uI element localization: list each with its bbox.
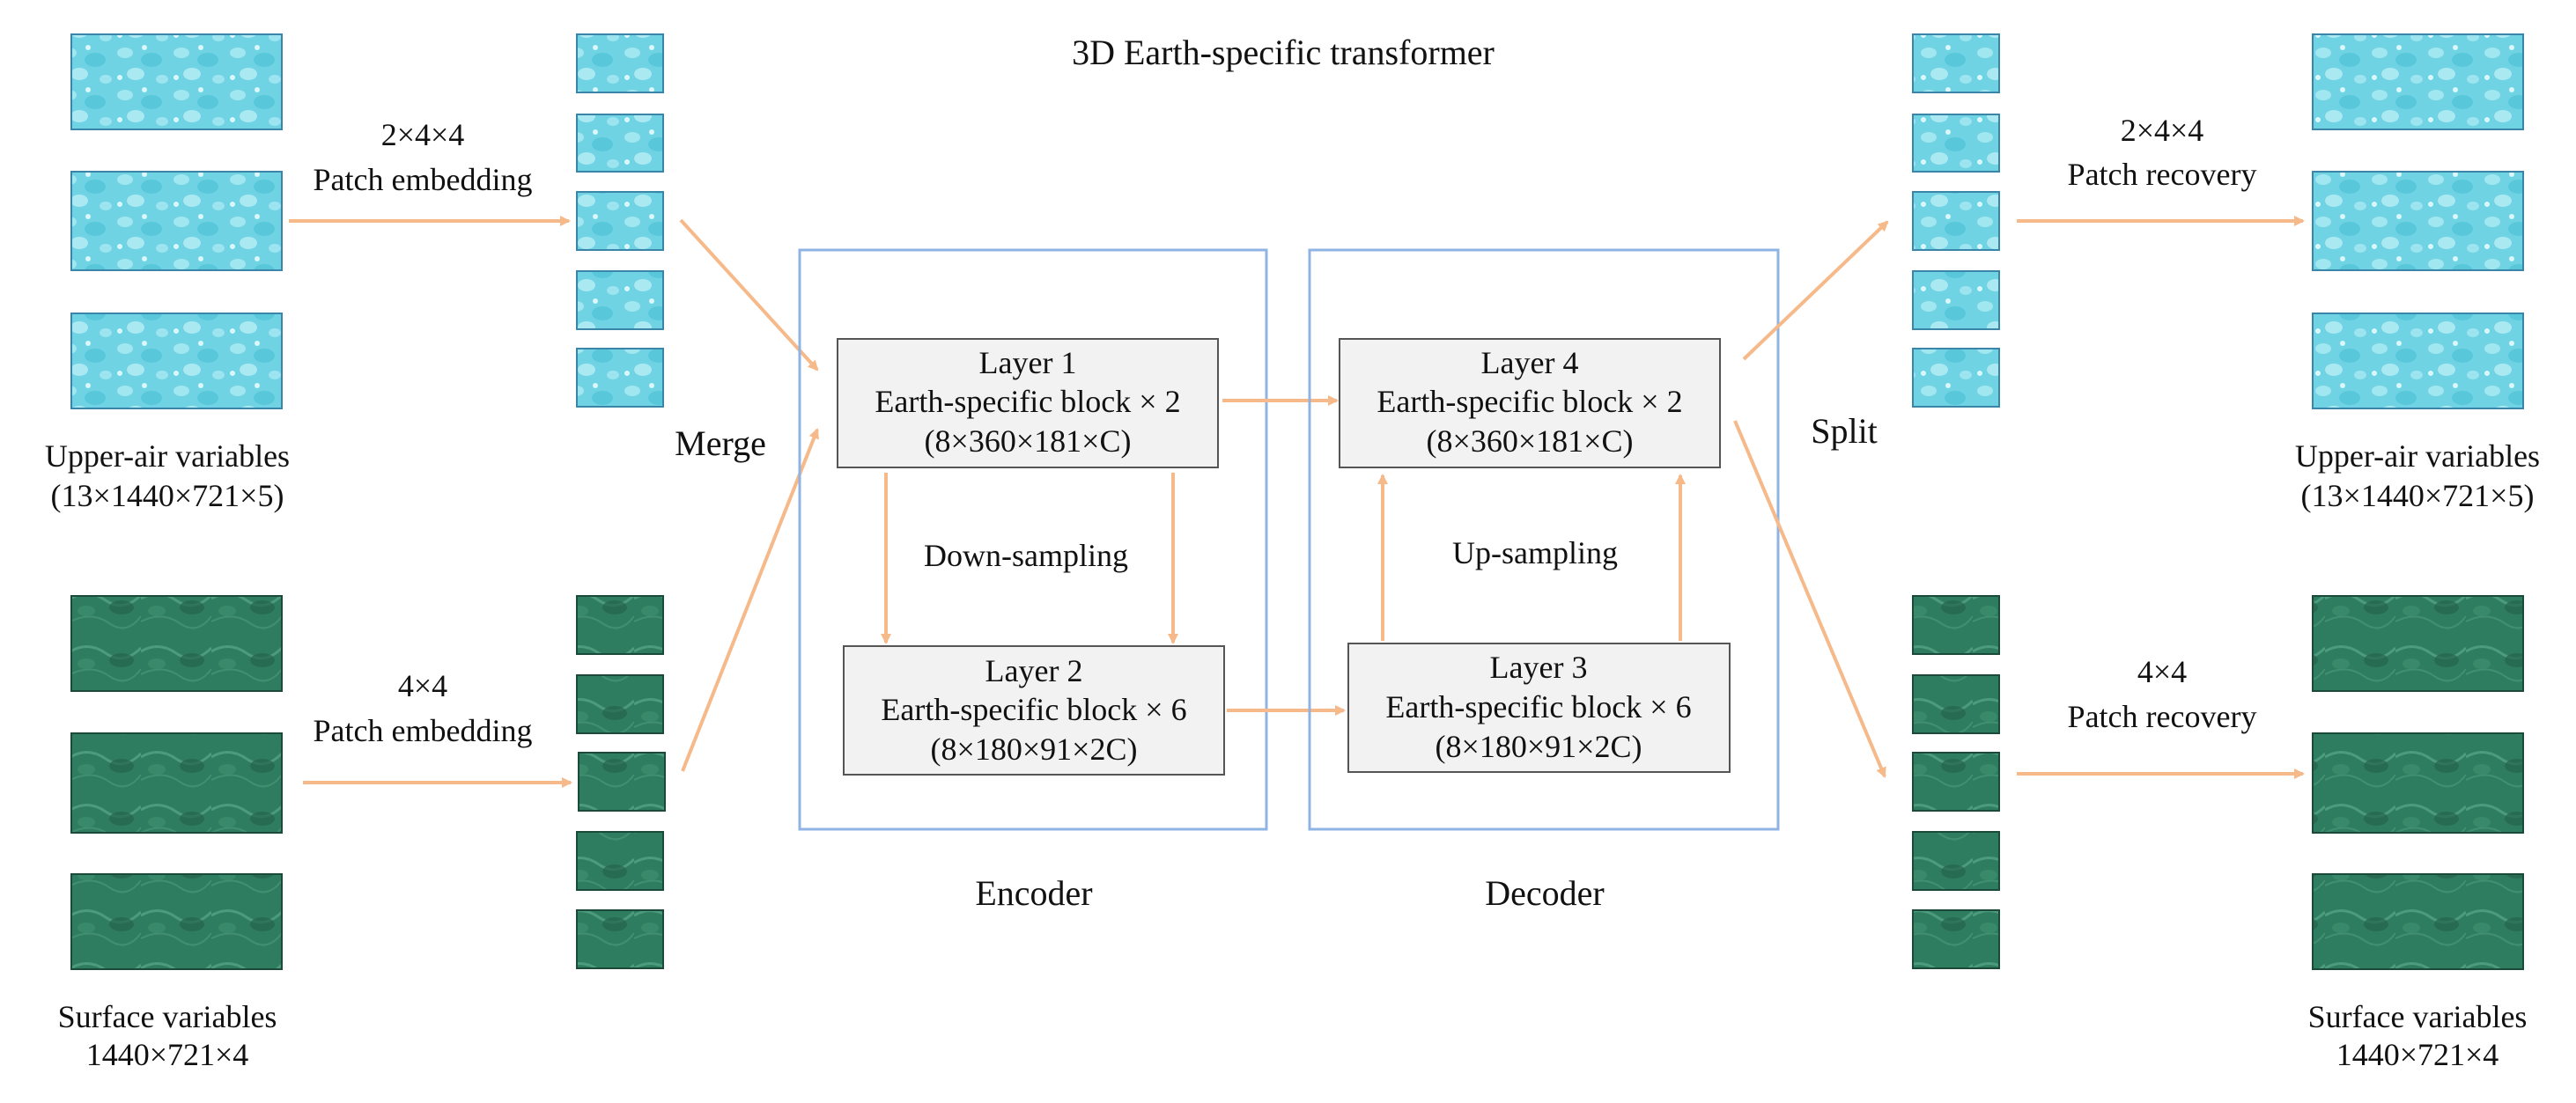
left-upper-air-shape: (13×1440×721×5): [51, 478, 284, 513]
layer4-block-text: Earth-specific block × 2: [1377, 384, 1682, 419]
upper-out-patch-4: [1912, 270, 2000, 330]
upper-recovery-size: 2×4×4: [2121, 113, 2204, 148]
layer1-shape: (8×360×181×C): [925, 423, 1132, 459]
decoder-frame: [1308, 248, 1780, 831]
layer4-shape: (8×360×181×C): [1427, 423, 1634, 459]
layer2-title: Layer 2: [985, 653, 1083, 688]
decoder-label: Decoder: [1485, 873, 1604, 913]
surface-input-tile-2: [70, 732, 283, 834]
split-arrow-upper: [1742, 220, 1889, 361]
layer1-title: Layer 1: [979, 345, 1077, 380]
upper-air-output-tile-3: [2312, 313, 2524, 409]
surface-patch-4: [576, 831, 664, 891]
upper-out-patch-3: [1912, 191, 2000, 251]
surface-recovery-size: 4×4: [2137, 654, 2187, 689]
layer2-shape: (8×180×91×2C): [931, 732, 1138, 767]
surface-output-patches: [1912, 595, 2000, 969]
merge-label: Merge: [675, 423, 766, 463]
layer4-title: Layer 4: [1481, 345, 1579, 380]
right-upper-air-name: Upper-air variables: [2295, 438, 2540, 474]
layer3-block-text: Earth-specific block × 6: [1385, 689, 1691, 724]
layer3-title: Layer 3: [1490, 650, 1588, 685]
surface-embed-label: Patch embedding: [314, 713, 533, 748]
upper-patch-2: [576, 114, 664, 173]
upper-out-patch-2: [1912, 114, 2000, 173]
upper-embed-size: 2×4×4: [381, 117, 465, 152]
surface-patch-3: [578, 752, 666, 812]
upper-air-input-tile-2: [70, 171, 283, 271]
surface-output-tile-1: [2312, 595, 2524, 692]
upper-embedded-patches: [576, 33, 664, 408]
left-surface-name: Surface variables: [58, 999, 277, 1034]
encoder-label: Encoder: [975, 873, 1092, 913]
split-arrow-surface: [1733, 420, 1886, 778]
surface-embedded-patches: [576, 595, 666, 969]
surface-input-tile-3: [70, 873, 283, 970]
surface-out-patch-5: [1912, 909, 2000, 969]
left-upper-air-name: Upper-air variables: [45, 438, 290, 474]
merge-arrow-surface: [681, 428, 819, 772]
right-surface-shape: 1440×721×4: [2336, 1037, 2499, 1072]
upper-patch-3: [576, 191, 664, 251]
layer1-block-text: Earth-specific block × 2: [875, 384, 1180, 419]
split-label: Split: [1811, 411, 1878, 451]
surface-patch-1: [576, 595, 664, 655]
upper-out-patch-1: [1912, 33, 2000, 93]
layer1-block: Layer 1 Earth-specific block × 2 (8×360×…: [837, 338, 1219, 468]
upsampling-label: Up-sampling: [1452, 535, 1618, 570]
surface-recovery-label: Patch recovery: [2068, 699, 2257, 734]
surface-patch-2: [576, 674, 664, 734]
surface-out-patch-1: [1912, 595, 2000, 655]
downsampling-label: Down-sampling: [924, 538, 1128, 573]
surface-patch-5: [576, 909, 664, 969]
upper-air-input-tile-1: [70, 33, 283, 130]
surface-out-patch-4: [1912, 831, 2000, 891]
upper-patch-4: [576, 270, 664, 330]
upper-patch-5: [576, 348, 664, 408]
surface-output-tile-3: [2312, 873, 2524, 970]
surface-out-patch-3: [1912, 752, 2000, 812]
upper-air-input-tile-3: [70, 313, 283, 409]
surface-input-tile-1: [70, 595, 283, 692]
layer2-block: Layer 2 Earth-specific block × 6 (8×180×…: [843, 645, 1225, 776]
upper-patch-1: [576, 33, 664, 93]
upper-output-patches: [1912, 33, 2000, 408]
upper-air-output-tile-1: [2312, 33, 2524, 130]
diagram-title: 3D Earth-specific transformer: [1072, 33, 1495, 72]
layer4-block: Layer 4 Earth-specific block × 2 (8×360×…: [1339, 338, 1721, 468]
surface-output-tile-2: [2312, 732, 2524, 834]
left-surface-shape: 1440×721×4: [86, 1037, 249, 1072]
surface-out-patch-2: [1912, 674, 2000, 734]
right-surface-name: Surface variables: [2308, 999, 2528, 1034]
encoder-frame: [798, 248, 1268, 831]
upper-embed-label: Patch embedding: [314, 162, 533, 197]
layer3-block: Layer 3 Earth-specific block × 6 (8×180×…: [1347, 643, 1731, 773]
layer3-shape: (8×180×91×2C): [1436, 729, 1642, 764]
upper-recovery-label: Patch recovery: [2068, 157, 2257, 192]
layer2-block-text: Earth-specific block × 6: [881, 692, 1186, 727]
right-upper-air-shape: (13×1440×721×5): [2301, 478, 2535, 513]
merge-arrow-upper: [679, 218, 819, 371]
upper-air-output-tile-2: [2312, 171, 2524, 271]
upper-out-patch-5: [1912, 348, 2000, 408]
surface-embed-size: 4×4: [398, 668, 447, 703]
